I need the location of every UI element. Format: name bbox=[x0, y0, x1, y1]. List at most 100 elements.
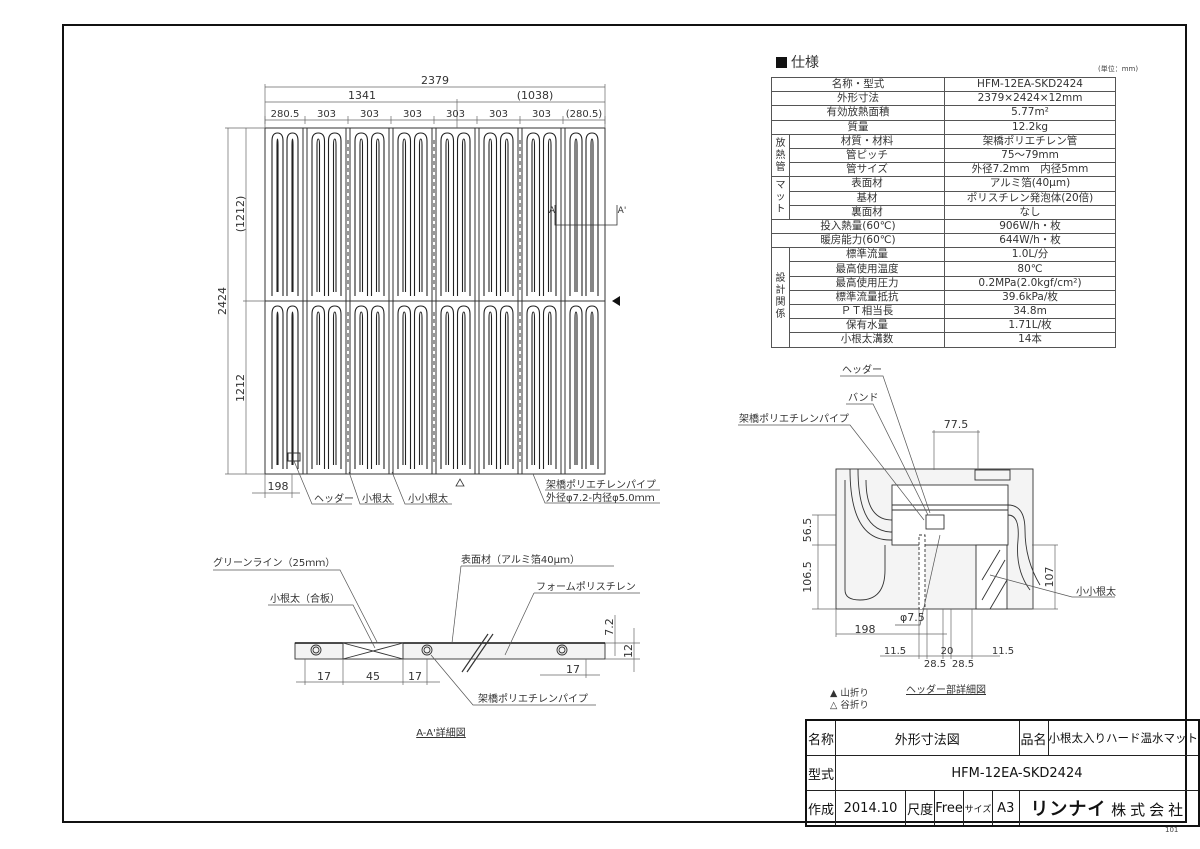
dim-section-45: 45 bbox=[366, 670, 380, 683]
pipe-loop bbox=[316, 138, 321, 292]
callout-pipe-line2: 外径φ7.2-内径φ5.0ｍｍ bbox=[546, 491, 655, 504]
pipe-loop bbox=[276, 311, 279, 465]
spec-row: 管サイズ外径7.2mm 内径5mm bbox=[772, 162, 1116, 178]
spec-title-text: 仕様 bbox=[791, 55, 819, 71]
pipe-loop bbox=[488, 311, 493, 465]
dim-106-5: 106.5 bbox=[801, 561, 814, 593]
spec-label: 有効放熱面積 bbox=[771, 105, 945, 121]
pipe-loop bbox=[413, 132, 428, 296]
spec-row: 裏面材なし bbox=[772, 204, 1116, 220]
spec-label: 最高使用温度 bbox=[789, 261, 945, 277]
tb-created-value: 2014.10 bbox=[834, 790, 907, 827]
company-suffix: 株式会社 bbox=[1111, 801, 1188, 819]
dim-segment: 303 bbox=[317, 109, 336, 120]
callout-joist-plywood: 小根太（合板） bbox=[270, 592, 340, 605]
pipe-loop bbox=[402, 138, 407, 292]
tb-model-label: 型式 bbox=[805, 755, 836, 791]
spec-label: 暖房能力(60℃) bbox=[771, 233, 945, 249]
pipe-loop bbox=[327, 305, 342, 469]
pipe-loop bbox=[526, 305, 541, 469]
pipe-loop bbox=[418, 138, 423, 292]
callout-small-joist: 小小根太 bbox=[408, 492, 448, 505]
pipe-loop bbox=[370, 132, 385, 296]
tb-model-value: HFM-12EA-SKD2424 bbox=[834, 755, 1200, 791]
valley-fold-marker bbox=[455, 478, 465, 487]
legend-valley-fold: △ 谷折り bbox=[830, 700, 869, 711]
pipe-loop bbox=[402, 311, 407, 465]
section-line bbox=[554, 205, 618, 226]
pipe-loop bbox=[456, 132, 471, 296]
sheet-number: 101 bbox=[1165, 826, 1179, 834]
tb-size-label: サイズ bbox=[963, 790, 993, 827]
pipe-loop bbox=[311, 132, 326, 296]
spec-value: 2379×2424×12mm bbox=[944, 91, 1116, 107]
spec-label: 裏面材 bbox=[789, 204, 945, 220]
callout-pipe-detail: 架橋ポリエチレンパイプ bbox=[739, 412, 849, 425]
section-marker-right: A' bbox=[618, 206, 627, 216]
pipe-loop bbox=[286, 305, 299, 469]
left-dimensions bbox=[225, 127, 265, 475]
unit-label: (単位：mm) bbox=[1098, 65, 1139, 73]
dim-107: 107 bbox=[1043, 567, 1056, 588]
dim-right-span: (1038) bbox=[517, 89, 554, 102]
pipe-loop bbox=[542, 132, 557, 296]
header-offset-dimension bbox=[252, 474, 300, 498]
spec-value: 外径7.2mm 内径5mm bbox=[944, 162, 1116, 178]
callout-foam: フォームポリスチレン bbox=[536, 581, 636, 593]
pipe-loop bbox=[286, 132, 299, 296]
spec-label: 管ピッチ bbox=[789, 147, 945, 164]
spec-label: 材質・材料 bbox=[789, 133, 945, 149]
dim-198: 198 bbox=[855, 623, 876, 636]
spec-group-radiator: 放熱管 bbox=[771, 133, 790, 178]
pipe-loop bbox=[461, 311, 466, 465]
spec-value: 39.6kPa/枚 bbox=[944, 289, 1116, 306]
dim-section-17c: 17 bbox=[566, 663, 580, 676]
callout-header-detail: ヘッダー bbox=[842, 363, 882, 376]
pipe-loop bbox=[445, 311, 450, 465]
pipe-loop bbox=[271, 305, 284, 469]
pipe-loop bbox=[574, 138, 578, 292]
pipe-loop bbox=[590, 311, 594, 465]
pipe-loop bbox=[542, 305, 557, 469]
pipe-loop bbox=[585, 132, 599, 296]
pipe-loop bbox=[359, 138, 364, 292]
spec-value: なし bbox=[944, 204, 1116, 220]
pipe-loop bbox=[418, 311, 423, 465]
spec-value: 0.2MPa(2.0kgf/cm²) bbox=[944, 275, 1116, 291]
spec-label: 標準流量 bbox=[789, 247, 945, 263]
pipe-loop bbox=[413, 305, 428, 469]
spec-value: 34.8m bbox=[944, 303, 1116, 320]
tb-company: リンナイ 株式会社 bbox=[1018, 790, 1200, 827]
pipe-loop bbox=[461, 138, 466, 292]
spec-label: 保有水量 bbox=[789, 318, 945, 334]
dim-segment: 303 bbox=[532, 109, 551, 120]
dim-56-5: 56.5 bbox=[801, 518, 814, 543]
spec-value: 906W/h・枚 bbox=[944, 218, 1116, 235]
spec-row: 投入熱量(60℃)906W/h・枚 bbox=[771, 218, 1116, 235]
spec-row: 暖房能力(60℃)644W/h・枚 bbox=[771, 233, 1116, 249]
pipe-loop bbox=[291, 311, 294, 465]
drawing-border bbox=[62, 24, 1187, 823]
pipe-loop bbox=[456, 305, 471, 469]
pipe-loop bbox=[397, 132, 412, 296]
tb-product-label: 品名 bbox=[1018, 719, 1049, 756]
section-view-title: A-A'詳細図 bbox=[416, 726, 466, 739]
callout-joist: 小根太 bbox=[362, 492, 392, 505]
pipe-loop bbox=[271, 132, 284, 296]
section-view bbox=[213, 565, 640, 706]
pipe-loop bbox=[397, 305, 412, 469]
fold-legend: ▲ 山折り △ 谷折り bbox=[830, 688, 869, 712]
pipe-loop bbox=[547, 138, 552, 292]
dim-segment: 303 bbox=[360, 109, 379, 120]
pipe-loop bbox=[332, 138, 337, 292]
pipe-loop bbox=[316, 311, 321, 465]
callout-surface: 表面材（アルミ箔40μｍ） bbox=[461, 553, 580, 566]
pipe-loop bbox=[488, 138, 493, 292]
title-block: 名称 外形寸法図 品名 小根太入りハード温水マット 型式 HFM-12EA-SK… bbox=[805, 719, 1200, 827]
dim-top-width: 77.5 bbox=[944, 418, 969, 431]
spec-label: 小根太溝数 bbox=[789, 332, 945, 348]
